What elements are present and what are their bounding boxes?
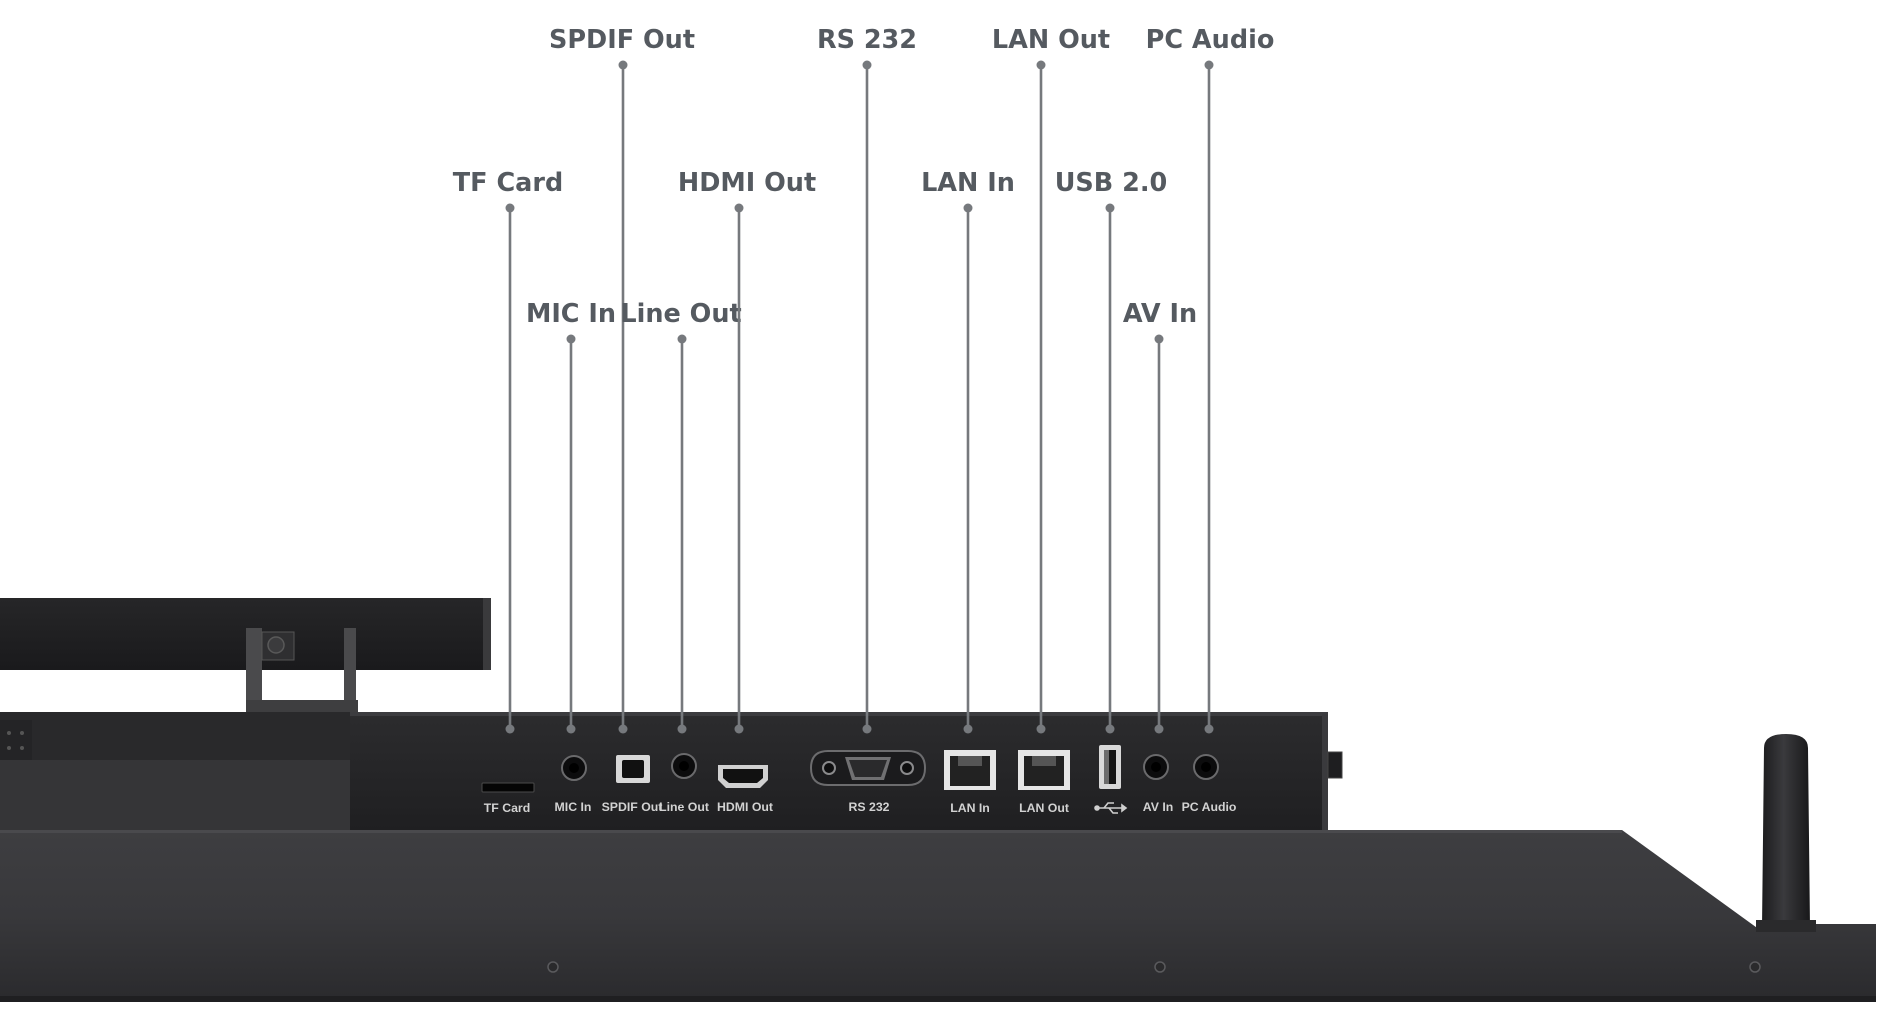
optical-port-icon bbox=[616, 755, 650, 783]
callout-lan-in: LAN In bbox=[921, 168, 1015, 198]
top-bar bbox=[0, 598, 490, 670]
leader-dot-tf-card bbox=[505, 203, 515, 213]
leader-end-usb-2 bbox=[1105, 724, 1115, 734]
callout-pc-audio: PC Audio bbox=[1146, 25, 1275, 55]
io-panel-right-edge bbox=[1322, 714, 1328, 830]
port-icons bbox=[481, 745, 1219, 814]
panel-label-pc-audio: PC Audio bbox=[1182, 800, 1237, 814]
panel-label-hdmi-out: HDMI Out bbox=[717, 800, 773, 814]
usb-port-icon bbox=[1099, 745, 1121, 789]
rj45-port-icon bbox=[1018, 750, 1070, 790]
main-chassis bbox=[0, 830, 1876, 1002]
leader-dot-spdif-out bbox=[618, 60, 628, 70]
rj45-port-icon bbox=[944, 750, 996, 790]
audio-jack-icon bbox=[1143, 754, 1169, 780]
audio-jack-icon bbox=[671, 753, 697, 779]
panel-label-lan-out: LAN Out bbox=[1019, 801, 1069, 815]
device-illustration bbox=[0, 598, 1876, 1002]
leader-dot-pc-audio bbox=[1204, 60, 1214, 70]
left-foot bbox=[0, 760, 396, 832]
panel-label-av-in: AV In bbox=[1143, 800, 1174, 814]
panel-labels: TF Card MIC In SPDIF Out Line Out HDMI O… bbox=[484, 800, 1237, 815]
leader-dot-rs-232 bbox=[862, 60, 872, 70]
leader-end-line-out bbox=[677, 724, 687, 734]
io-panel-top-edge bbox=[350, 712, 1328, 716]
leader-dot-lan-out bbox=[1036, 60, 1046, 70]
callouts: TF Card MIC In SPDIF Out Line Out HDMI O… bbox=[453, 25, 1275, 734]
bracket-right bbox=[344, 628, 356, 714]
panel-label-line-out: Line Out bbox=[659, 800, 709, 814]
chassis-screw bbox=[1749, 961, 1761, 973]
leader-dot-av-in bbox=[1154, 334, 1164, 344]
panel-label-rs-232: RS 232 bbox=[848, 800, 889, 814]
grille-hole bbox=[20, 731, 24, 735]
leader-end-mic-in bbox=[566, 724, 576, 734]
grille-hole bbox=[7, 746, 11, 750]
panel-label-lan-in: LAN In bbox=[950, 801, 990, 815]
leader-dot-hdmi-out bbox=[734, 203, 744, 213]
leader-end-av-in bbox=[1154, 724, 1164, 734]
leader-end-tf-card bbox=[505, 724, 515, 734]
callout-line-out: Line Out bbox=[620, 299, 741, 329]
hdmi-port-icon bbox=[718, 765, 768, 788]
callout-av-in: AV In bbox=[1123, 299, 1197, 329]
callout-rs-232: RS 232 bbox=[817, 25, 917, 55]
panel-label-mic-in: MIC In bbox=[555, 800, 592, 814]
leader-dot-lan-in bbox=[963, 203, 973, 213]
leader-end-lan-in bbox=[963, 724, 973, 734]
chassis-bottom-edge bbox=[0, 996, 1876, 1002]
left-block bbox=[0, 712, 352, 760]
audio-jack-icon bbox=[561, 755, 587, 781]
leader-end-spdif-out bbox=[618, 724, 628, 734]
callout-tf-card: TF Card bbox=[453, 168, 563, 198]
chassis-top-highlight bbox=[0, 830, 1622, 833]
callout-mic-in: MIC In bbox=[526, 299, 616, 329]
leader-end-rs-232 bbox=[862, 724, 872, 734]
leader-dot-mic-in bbox=[566, 334, 576, 344]
db9-port-icon bbox=[809, 750, 927, 786]
bracket-left bbox=[246, 628, 262, 714]
callout-usb-2: USB 2.0 bbox=[1055, 168, 1168, 198]
leader-end-lan-out bbox=[1036, 724, 1046, 734]
callout-spdif-out: SPDIF Out bbox=[549, 25, 695, 55]
bracket-foot bbox=[246, 700, 358, 714]
bracket-screw bbox=[267, 636, 285, 654]
leader-end-pc-audio bbox=[1204, 724, 1214, 734]
panel-label-spdif-out: SPDIF Out bbox=[602, 800, 663, 814]
grille-hole bbox=[7, 731, 11, 735]
usb-symbol-icon bbox=[1094, 802, 1128, 814]
top-bar-edge bbox=[483, 598, 491, 670]
antenna bbox=[1762, 734, 1810, 928]
tf-card-slot-icon bbox=[481, 782, 535, 793]
chassis-screw bbox=[547, 961, 559, 973]
chassis-screw bbox=[1154, 961, 1166, 973]
audio-jack-icon bbox=[1193, 754, 1219, 780]
panel-label-tf-card: TF Card bbox=[484, 801, 530, 815]
leader-dot-line-out bbox=[677, 334, 687, 344]
leader-end-hdmi-out bbox=[734, 724, 744, 734]
leader-dot-usb-2 bbox=[1105, 203, 1115, 213]
grille-hole bbox=[20, 746, 24, 750]
callout-hdmi-out: HDMI Out bbox=[678, 168, 816, 198]
callout-lan-out: LAN Out bbox=[992, 25, 1110, 55]
antenna-base bbox=[1756, 920, 1816, 932]
left-grille-panel bbox=[0, 720, 32, 760]
io-panel-right-stub bbox=[1327, 751, 1343, 779]
